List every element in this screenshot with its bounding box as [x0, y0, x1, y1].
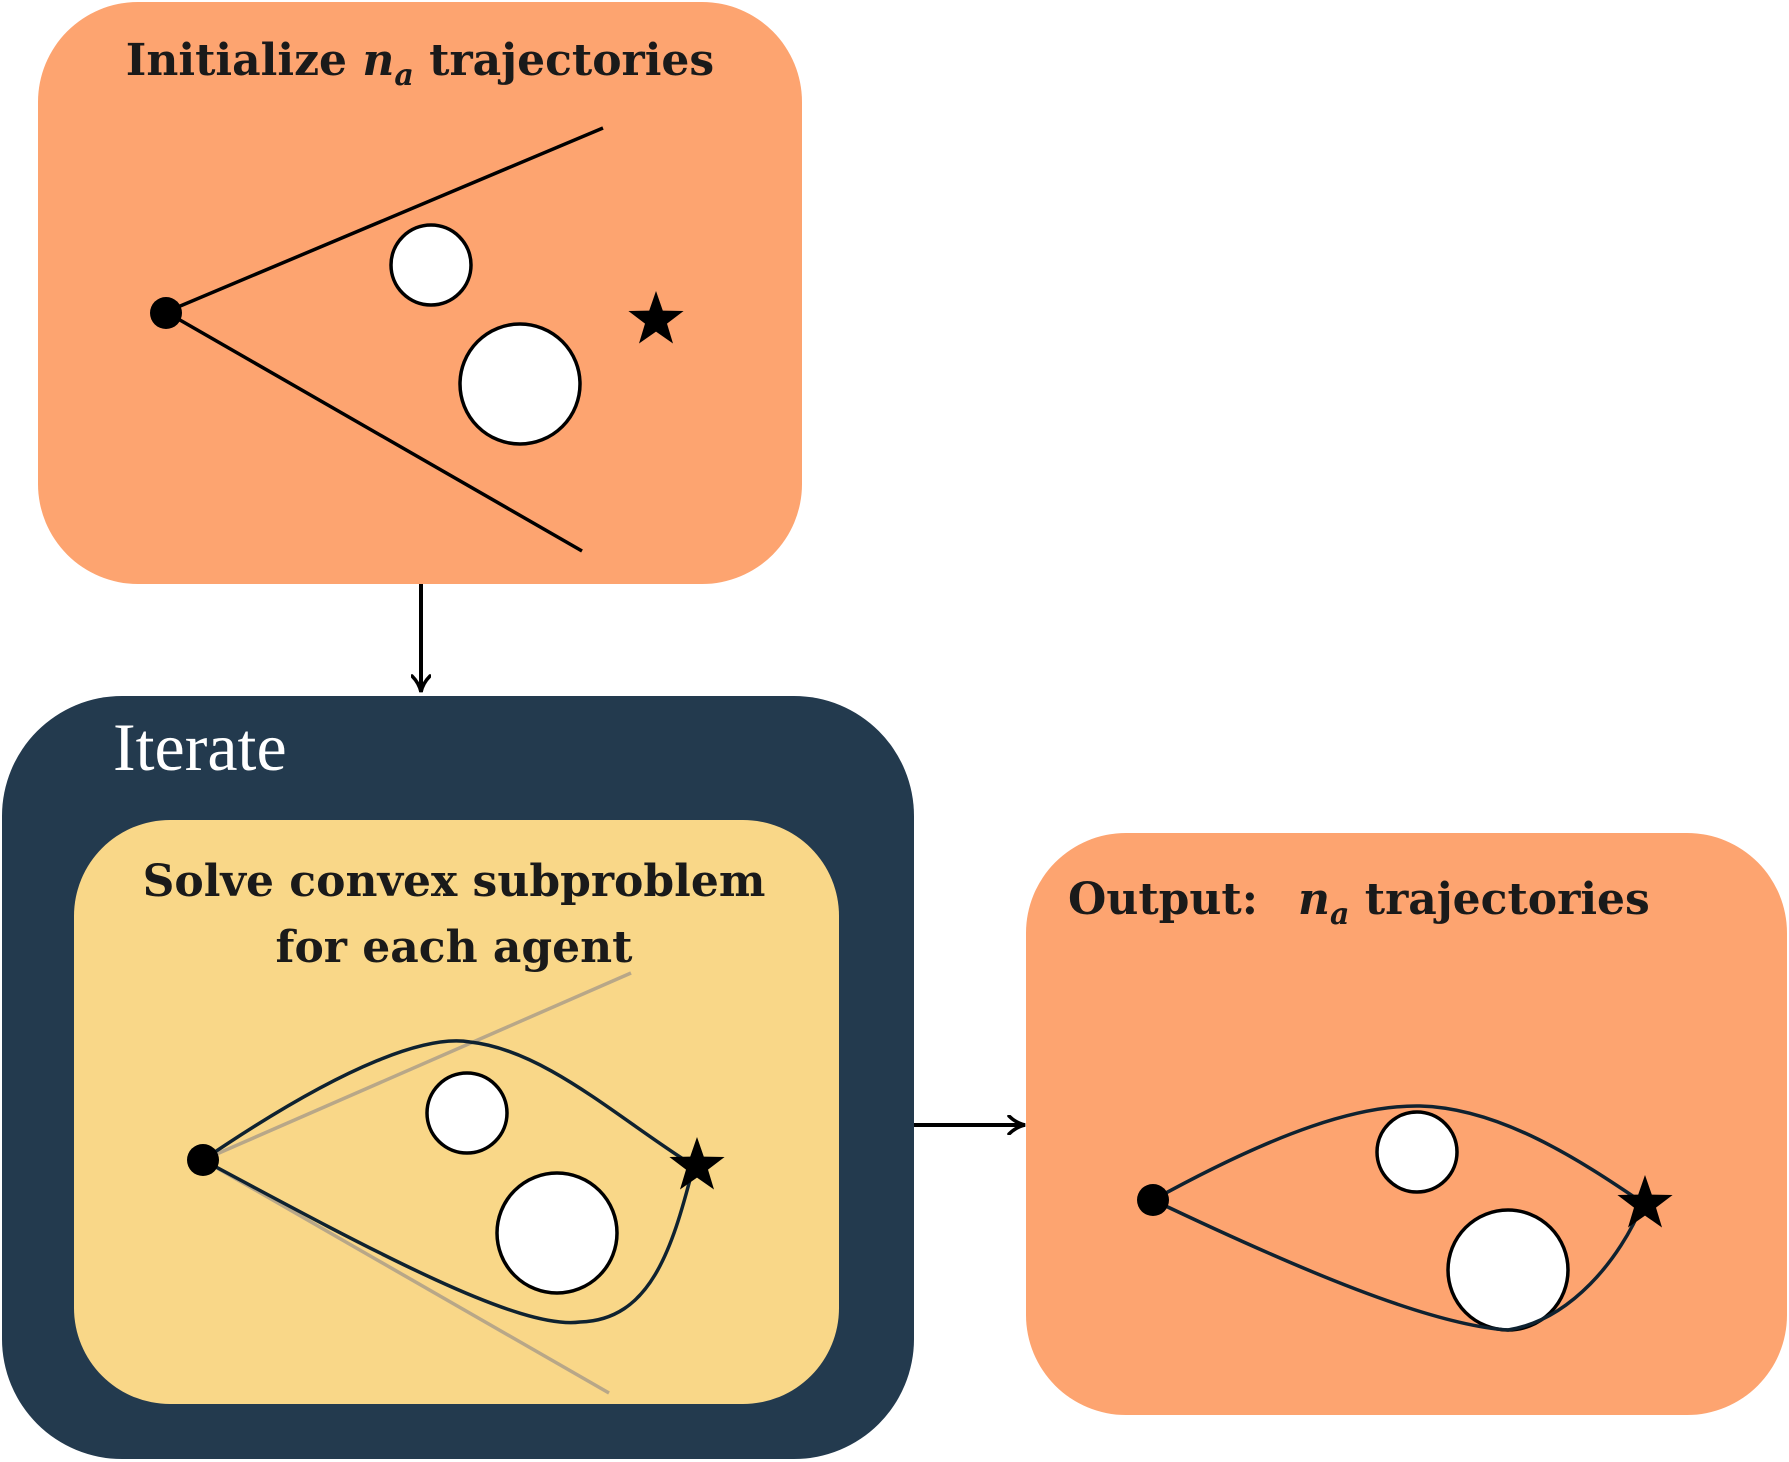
solve-obstacle-large — [495, 1171, 619, 1295]
solve-goal-star-icon — [669, 1137, 725, 1190]
init-start-dot-icon — [150, 297, 182, 329]
init-trajectory-lower — [165, 310, 583, 553]
init-panel: Initialize na trajectories — [38, 2, 802, 584]
output-obstacle-small — [1375, 1110, 1459, 1194]
solve-title-line1: Solve convex subproblem — [143, 856, 766, 907]
solve-previous-trajectory-upper — [202, 971, 632, 1162]
init-title-var: n — [362, 35, 394, 86]
init-obstacle-large — [458, 322, 582, 446]
output-title: Output:na trajectories — [1068, 874, 1650, 932]
init-obstacle-small — [389, 223, 473, 307]
solve-title-line2: for each agent — [276, 922, 634, 973]
solve-obstacle-small — [425, 1071, 509, 1155]
output-start-dot-icon — [1137, 1184, 1169, 1216]
solve-previous-trajectory-lower — [202, 1158, 610, 1395]
output-trajectory-lower — [1152, 1198, 1645, 1332]
output-title-var: n — [1298, 874, 1330, 925]
output-goal-star-icon — [1617, 1175, 1673, 1228]
output-panel: Output:na trajectories — [1026, 833, 1787, 1415]
iterate-label: Iterate — [113, 709, 287, 785]
output-title-sub: a — [1330, 897, 1349, 932]
solve-start-dot-icon — [187, 1144, 219, 1176]
output-trajectory-upper — [1152, 1104, 1644, 1205]
iterate-panel: Iterate Solve convex subproblem for each… — [2, 696, 914, 1459]
init-trajectory-upper — [165, 126, 604, 314]
solve-trajectory-upper — [202, 1039, 695, 1168]
init-title-sub: a — [394, 58, 413, 93]
output-obstacle-large — [1446, 1208, 1570, 1332]
solve-trajectory-lower — [202, 1158, 695, 1325]
init-title: Initialize na trajectories — [126, 35, 714, 93]
init-goal-star-icon — [628, 291, 684, 344]
